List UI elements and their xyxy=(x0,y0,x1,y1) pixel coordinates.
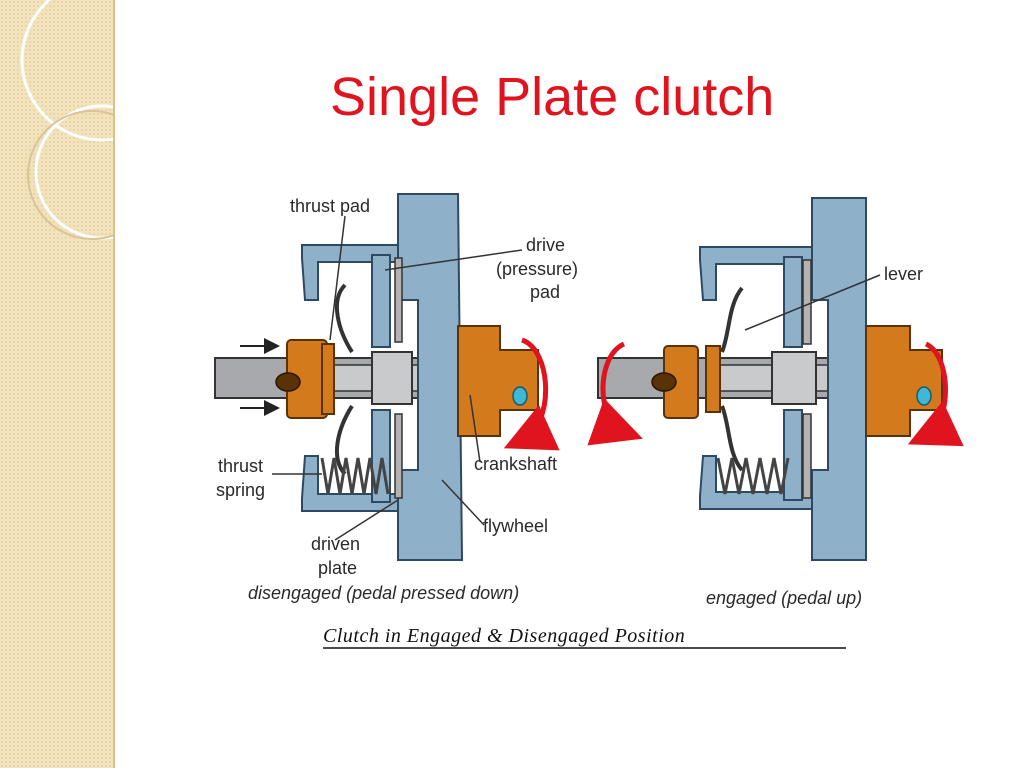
driven-hub-engaged xyxy=(771,351,817,405)
label-drive-3: pad xyxy=(530,282,560,302)
driven-plate-bottom xyxy=(394,413,403,499)
disengaged-assembly: thrust pad drive (pressure) pad thrust s… xyxy=(214,193,578,603)
caption-engaged: engaged (pedal up) xyxy=(706,588,862,608)
label-crankshaft: crankshaft xyxy=(474,454,557,474)
driven-plate-top-engaged xyxy=(802,259,812,345)
crankshaft-oil-hole xyxy=(512,386,528,406)
label-drive-2: (pressure) xyxy=(496,259,578,279)
label-lever: lever xyxy=(884,264,923,284)
collar-pin-engaged xyxy=(651,372,677,392)
figure-caption: Clutch in Engaged & Disengaged Position xyxy=(323,625,685,647)
pressure-plate-top-engaged xyxy=(783,256,803,348)
engaged-assembly: lever engaged (pedal up) xyxy=(587,197,964,608)
slide-title: Single Plate clutch xyxy=(330,67,775,127)
label-driven-plate-1: driven xyxy=(311,534,360,554)
label-thrust-spring-2: spring xyxy=(216,480,265,500)
caption-disengaged: disengaged (pedal pressed down) xyxy=(248,583,519,603)
rotation-arrow-right xyxy=(503,337,560,451)
label-thrust-spring-1: thrust xyxy=(218,456,263,476)
rotation-arrow-left-engaged xyxy=(587,341,643,446)
lever-top xyxy=(335,283,354,354)
collar-pin xyxy=(275,372,301,392)
leader-drive-pad xyxy=(384,249,523,271)
leader-crankshaft xyxy=(469,394,481,463)
leader-lever xyxy=(744,274,881,331)
label-thrust-pad: thrust pad xyxy=(290,196,370,216)
thrust-spring-engaged xyxy=(716,457,790,495)
lever-top-engaged xyxy=(720,286,744,353)
thrust-pad-engaged xyxy=(705,345,721,413)
leader-driven-plate xyxy=(334,499,399,541)
crankshaft-engaged xyxy=(865,325,943,437)
crankshaft-oil-hole-engaged xyxy=(916,386,932,406)
pressure-plate-top xyxy=(371,254,391,348)
leader-thrust-pad xyxy=(329,215,346,341)
rotation-arrow-right-engaged xyxy=(907,341,964,447)
lever-bottom-engaged xyxy=(720,405,744,472)
driven-plate-bottom-engaged xyxy=(802,413,812,499)
decorative-side-strip xyxy=(0,0,184,768)
pressure-plate-bottom-engaged xyxy=(783,409,803,501)
leader-flywheel xyxy=(441,479,485,526)
thrust-spring xyxy=(320,457,390,495)
thrust-pad xyxy=(321,343,335,415)
label-flywheel: flywheel xyxy=(483,516,548,536)
label-drive-1: drive xyxy=(526,235,565,255)
driven-plate-top xyxy=(394,257,403,343)
label-driven-plate-2: plate xyxy=(318,558,357,578)
lever-bottom xyxy=(335,404,354,476)
driven-hub xyxy=(371,351,413,405)
